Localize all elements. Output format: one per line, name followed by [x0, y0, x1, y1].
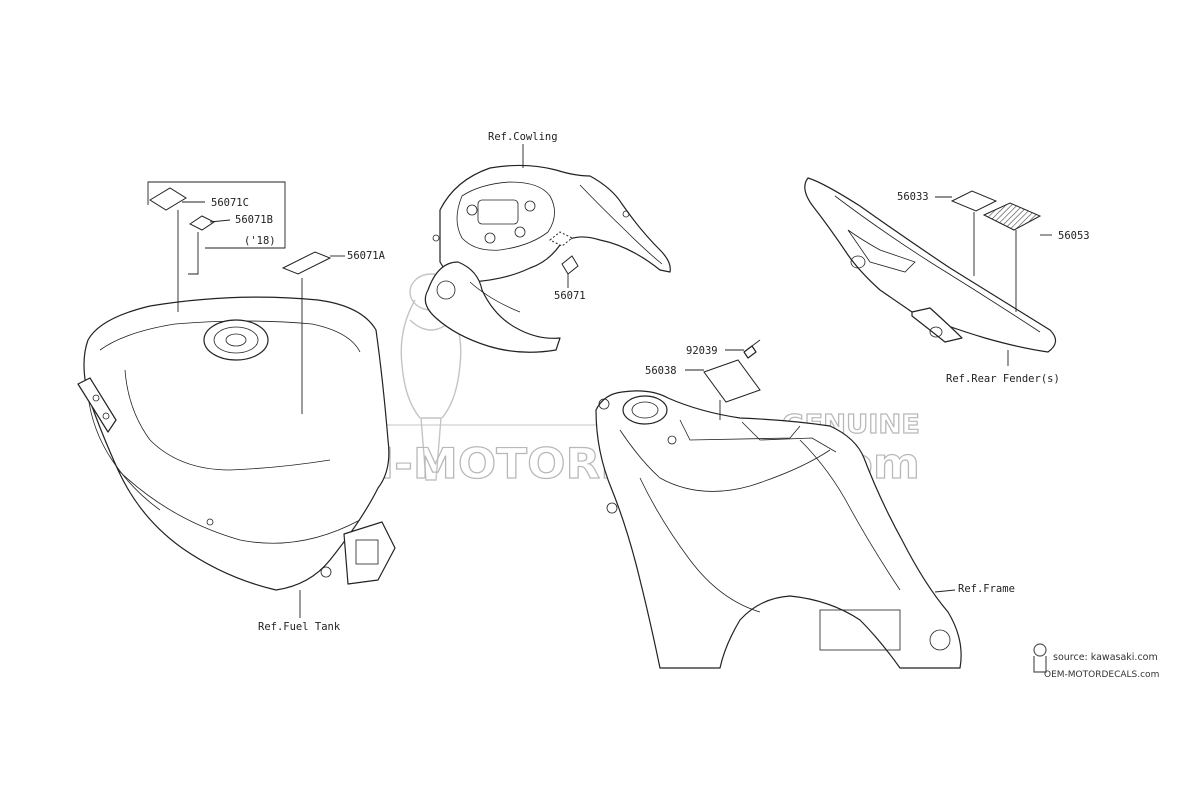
label-56053: 56053: [1058, 230, 1090, 242]
decal-56071C: [149, 187, 187, 211]
label-year-18: ('18): [244, 235, 276, 247]
source-line-2: OEM-MOTORDECALS.com: [1044, 670, 1159, 680]
label-ref-frame: Ref.Frame: [958, 583, 1015, 595]
label-ref-cowling: Ref.Cowling: [488, 131, 558, 143]
decal-56053: [982, 202, 1042, 231]
decal-56038: [703, 359, 761, 403]
label-56038: 56038: [645, 365, 677, 377]
source-credit: source: kawasaki.com OEM-MOTORDECALS.com: [1033, 643, 1159, 680]
rear-fender-drawing: [804, 177, 1057, 353]
decal-56071-ghost: [549, 231, 573, 247]
decal-56071A: [281, 251, 332, 275]
frame-drawing: [595, 390, 962, 669]
label-ref-fuel-tank: Ref.Fuel Tank: [258, 621, 341, 633]
label-56071: 56071: [554, 290, 586, 302]
source-line-1: source: kawasaki.com: [1053, 652, 1158, 663]
label-56071A: 56071A: [347, 250, 386, 262]
cowling-drawing: [424, 164, 671, 353]
decal-56071B: [189, 215, 215, 231]
frame-decals: 92039 56038 Ref.Frame: [645, 339, 1015, 595]
fuel-tank-drawing: [77, 296, 396, 591]
label-56033: 56033: [897, 191, 929, 203]
label-56071C: 56071C: [211, 197, 249, 209]
label-ref-rear-fender: Ref.Rear Fender(s): [946, 373, 1060, 385]
rear-fender-decals: 56033 56053 Ref.Rear Fender(s): [897, 190, 1090, 385]
decal-56071: [561, 255, 579, 275]
label-92039: 92039: [686, 345, 718, 357]
logo-figure-icon: [1033, 643, 1047, 673]
cowling-decal: Ref.Cowling 56071: [488, 131, 586, 302]
tank-decals: 56071C 56071B ('18) 56071A Ref.Fuel Tank: [147, 181, 386, 633]
label-56071B: 56071B: [235, 214, 273, 226]
decal-56033: [950, 190, 998, 212]
